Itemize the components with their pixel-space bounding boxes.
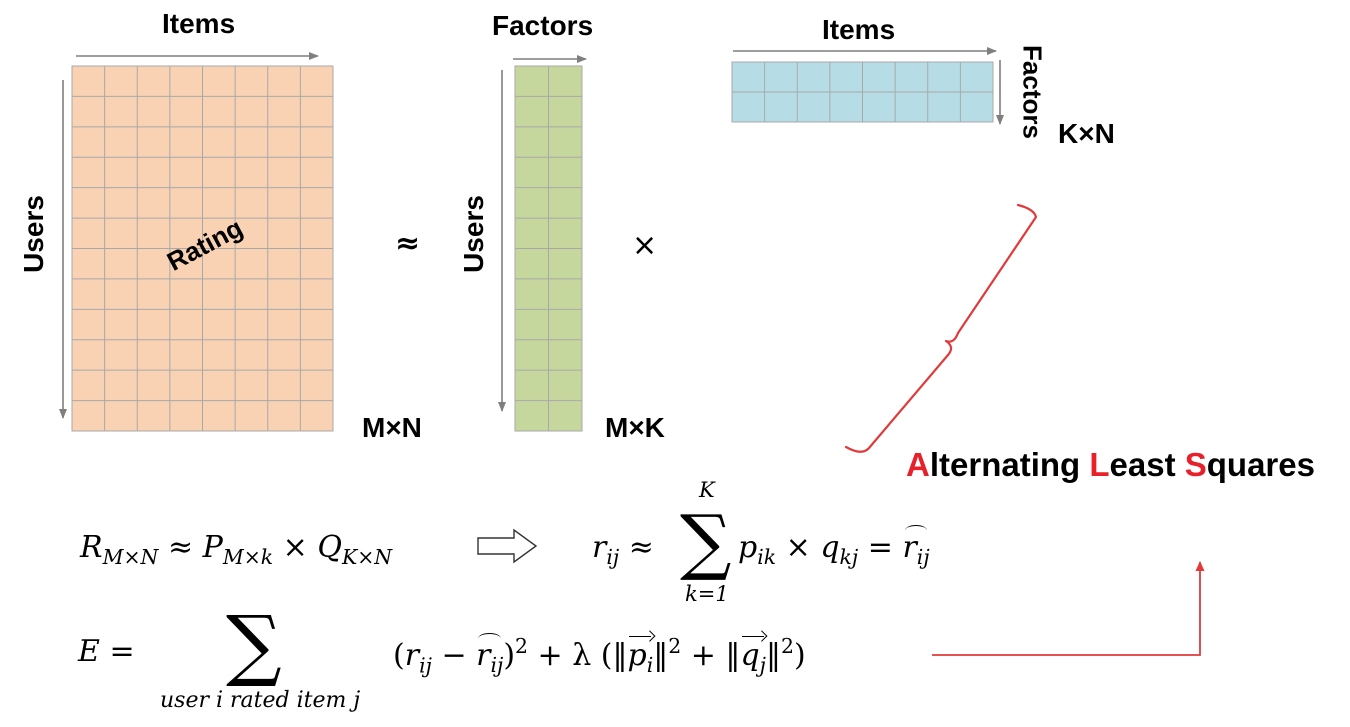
eq2-sum-lower: k=1: [685, 582, 729, 606]
dimension-kn: K×N: [1058, 118, 1115, 149]
users-label-1: Users: [18, 195, 49, 273]
eq2-rhat-sub: ij: [916, 545, 930, 570]
item-factor-matrix: [731, 61, 994, 123]
als-letter-l: L: [1089, 446, 1110, 483]
equation-factorization: RM×N ≈ PM×k × QK×N: [80, 530, 392, 569]
factors-label-2: Factors: [492, 10, 594, 41]
eq3-r-sub: ij: [419, 653, 432, 678]
als-title: Alternating Least Squares: [906, 446, 1315, 484]
eq3-q-sub: j: [759, 653, 766, 678]
eq2-p-sub: ik: [757, 545, 777, 570]
eq3-sq: 2: [515, 634, 529, 658]
curly-brace-icon: [844, 203, 1038, 453]
items-label-1: Items: [162, 8, 236, 39]
eq3-p-sub: i: [646, 653, 654, 678]
eq3-e: E: [78, 634, 100, 669]
equation-element-right: pik × qkj = rij: [738, 524, 930, 570]
dimension-mk: M×K: [605, 412, 665, 443]
approx-operator: ≈: [395, 226, 421, 261]
equation-element-left: rij ≈: [592, 530, 654, 569]
eq3-norm-close-q: ‖: [765, 638, 781, 674]
eq3-close: ): [793, 638, 806, 674]
eq1-times: ×: [273, 530, 318, 565]
eq2-q: q: [820, 530, 840, 565]
eq3-sq2: 2: [668, 634, 682, 658]
eq3-plus: + ‖: [681, 638, 741, 674]
eq3-plus-lambda: + λ (‖: [528, 638, 628, 674]
rating-matrix: [71, 65, 334, 432]
eq3-vec-q: qj: [740, 635, 766, 678]
eq2-approx: ≈: [619, 530, 654, 565]
eq1-r-sub: M×N: [102, 545, 159, 570]
eq3-open: (: [393, 638, 405, 674]
als-word-l: east: [1109, 446, 1185, 483]
factors-label-3: Factors: [1017, 45, 1048, 139]
eq2-rhat: rij: [902, 524, 930, 570]
eq3-sum-sign: ∑: [226, 600, 282, 690]
als-letter-s: S: [1184, 446, 1207, 483]
equation-loss-left: E =: [78, 634, 135, 669]
eq3-p: p: [627, 638, 647, 674]
times-operator: ×: [632, 228, 658, 263]
eq2-sum-sign: ∑: [680, 499, 732, 583]
eq3-minus: −: [431, 638, 477, 674]
eq3-norm-close-p: ‖: [653, 638, 669, 674]
eq3-sq3: 2: [780, 634, 794, 658]
items-label-3: Items: [822, 14, 896, 45]
user-factor-matrix: [514, 65, 583, 432]
eq1-r: R: [80, 530, 103, 565]
users-label-2: Users: [458, 195, 489, 273]
eq1-p-sub: M×k: [222, 545, 274, 570]
eq2-equals: =: [858, 530, 903, 565]
eq3-equals: =: [99, 634, 135, 669]
eq3-sum-lower: user i rated item j: [160, 688, 361, 713]
hollow-right-arrow-icon: [477, 528, 538, 564]
eq2-r: r: [592, 530, 607, 565]
eq1-approx: ≈: [158, 530, 203, 565]
eq2-q-sub: kj: [839, 545, 859, 570]
eq2-sum-upper: K: [699, 478, 715, 502]
dimension-mn: M×N: [362, 412, 422, 443]
eq2-r-sub: ij: [606, 545, 620, 570]
eq3-q: q: [740, 638, 760, 674]
eq1-q: Q: [317, 530, 342, 565]
eq3-close-sq: ): [503, 638, 516, 674]
als-word-s: quares: [1206, 446, 1315, 483]
eq3-r: r: [404, 638, 420, 674]
eq3-rhat: rij: [476, 632, 504, 678]
eq1-p: P: [202, 530, 223, 565]
eq3-rhat-r: r: [476, 638, 491, 674]
eq1-q-sub: K×N: [341, 545, 393, 570]
eq3-vec-p: pi: [627, 635, 654, 678]
eq2-p: p: [738, 530, 758, 565]
up-arrow-connector-icon: [932, 561, 1205, 656]
equation-loss-right: (rij − rij)2 + λ (‖pi‖2 + ‖qj‖2): [393, 632, 806, 678]
eq3-rhat-sub: ij: [490, 653, 504, 678]
als-letter-a: A: [906, 446, 930, 483]
eq2-rhat-r: r: [902, 530, 917, 565]
eq2-times: ×: [776, 530, 821, 565]
als-word-a: lternating: [929, 446, 1090, 483]
